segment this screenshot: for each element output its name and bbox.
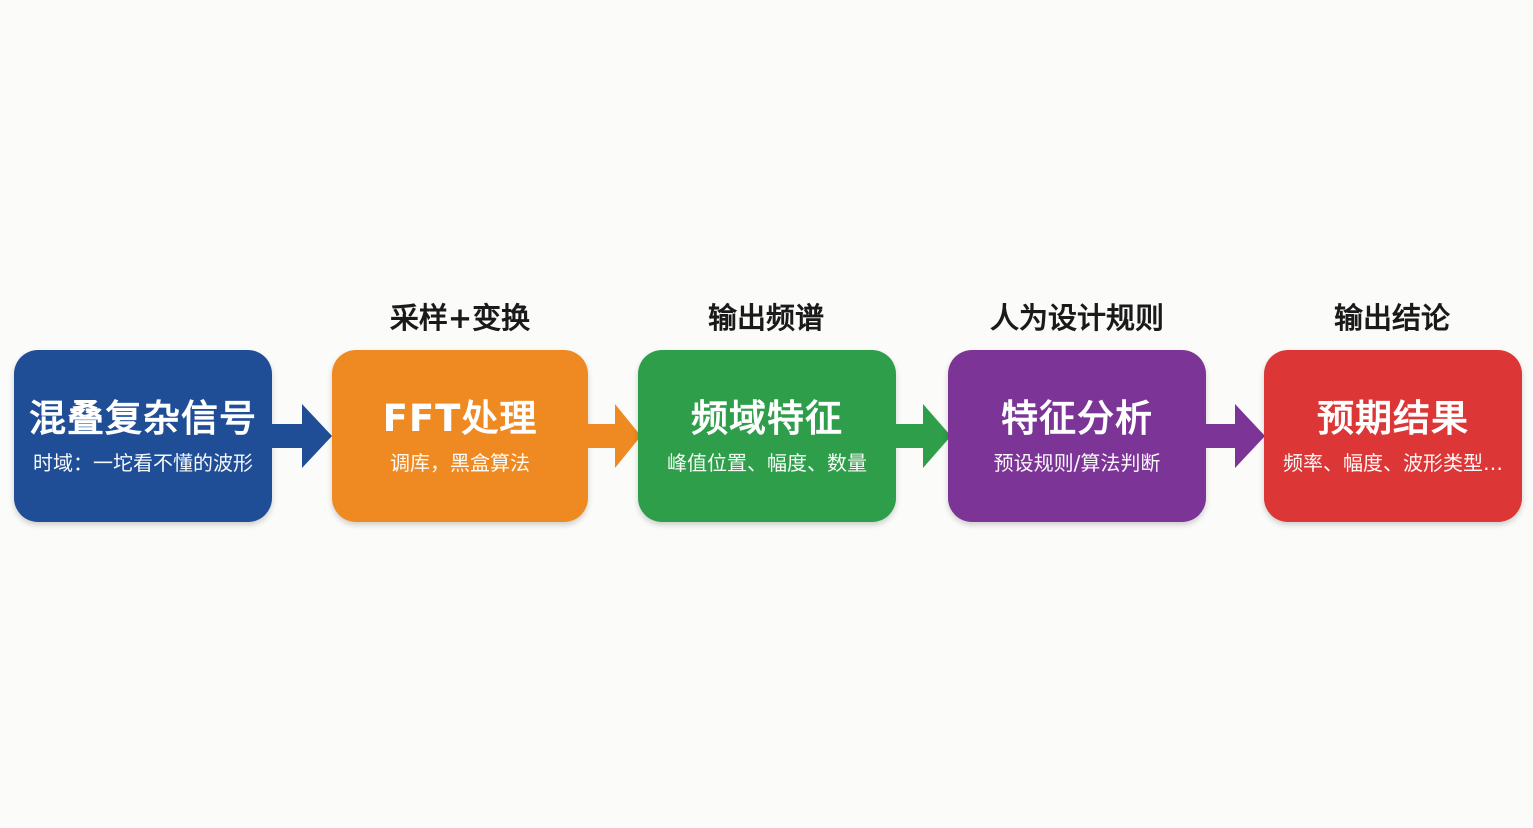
step-subtitle: 预设规则/算法判断 — [993, 451, 1161, 475]
step-subtitle: 频率、幅度、波形类型… — [1283, 451, 1503, 475]
step-subtitle: 峰值位置、幅度、数量 — [667, 451, 867, 475]
step-title: FFT处理 — [382, 397, 538, 440]
step-subtitle: 调库，黑盒算法 — [390, 451, 530, 475]
right-arrow-icon — [1203, 404, 1265, 468]
step-subtitle: 时域：一坨看不懂的波形 — [33, 451, 253, 475]
step-box-fft: FFT处理 调库，黑盒算法 — [332, 350, 588, 522]
step-title: 特征分析 — [1001, 397, 1153, 440]
step-label-fft: 采样+变换 — [389, 301, 531, 335]
step-box-frequency: 频域特征 峰值位置、幅度、数量 — [638, 350, 896, 522]
step-box-analysis: 特征分析 预设规则/算法判断 — [948, 350, 1206, 522]
step-box-signal: 混叠复杂信号 时域：一坨看不懂的波形 — [14, 350, 272, 522]
step-title: 预期结果 — [1317, 397, 1469, 440]
step-label-rules: 人为设计规则 — [989, 301, 1164, 335]
right-arrow-icon — [585, 404, 641, 468]
step-title: 混叠复杂信号 — [29, 397, 257, 440]
step-label-conclusion: 输出结论 — [1333, 301, 1450, 335]
step-label-spectrum: 输出频谱 — [707, 301, 824, 335]
step-title: 频域特征 — [691, 397, 843, 440]
right-arrow-icon — [270, 404, 332, 468]
step-box-result: 预期结果 频率、幅度、波形类型… — [1264, 350, 1522, 522]
right-arrow-icon — [893, 404, 951, 468]
